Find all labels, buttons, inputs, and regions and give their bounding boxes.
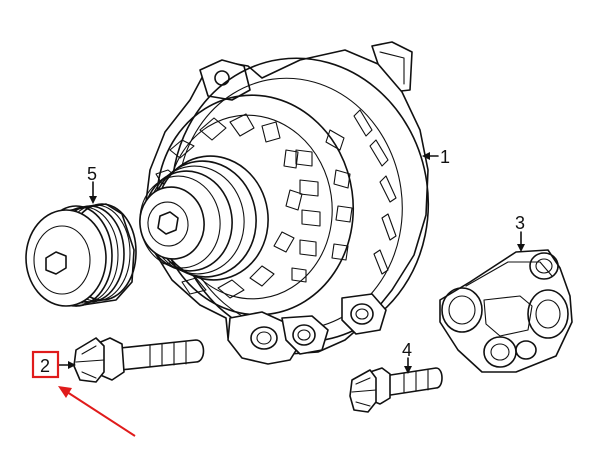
callout-4: 4 [402,340,412,360]
leader-lines [57,152,525,374]
bolt-short [349,367,443,413]
bolt-long [73,337,205,383]
callout-2-highlight-box [31,350,60,379]
alternator-pulley [139,155,269,281]
callout-2: 2 [40,356,50,376]
red-arrow-icon [58,386,136,437]
mounting-bracket [439,249,573,373]
callout-1: 1 [440,147,450,167]
decoupler-pulley [25,203,137,307]
callout-3: 3 [515,213,525,233]
alternator [139,41,430,365]
callout-5: 5 [87,164,97,184]
